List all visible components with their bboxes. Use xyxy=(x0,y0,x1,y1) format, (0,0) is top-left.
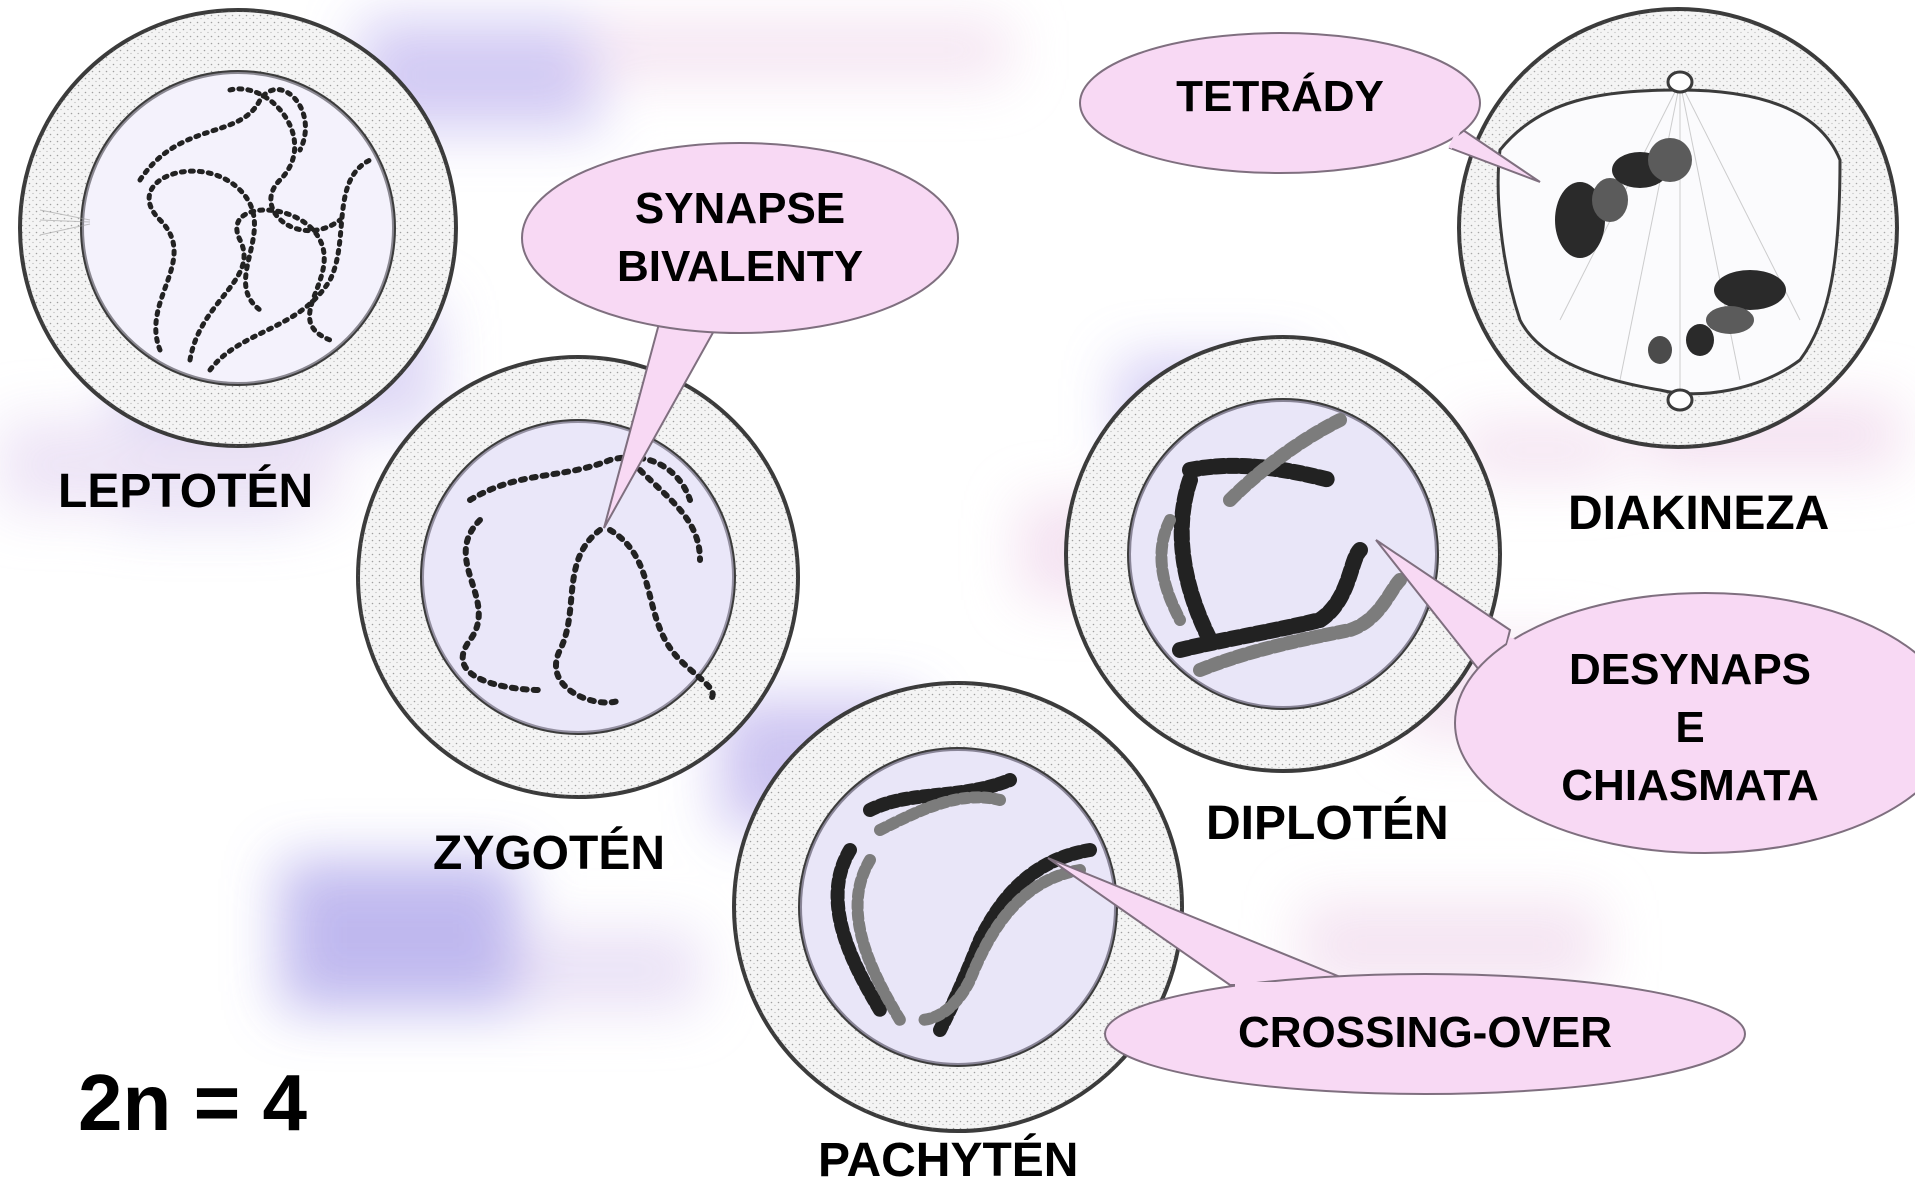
callout-synapse-line2: BIVALENTY xyxy=(560,238,920,296)
label-pachyten: PACHYTÉN xyxy=(818,1137,1078,1185)
label-leptoten: LEPTOTÉN xyxy=(58,468,313,516)
callout-crossing-over-text: CROSSING-OVER xyxy=(1175,1004,1675,1062)
callout-desynapse-line1: DESYNAPS xyxy=(1520,641,1860,699)
callout-desynapse-line3: CHIASMATA xyxy=(1520,757,1860,815)
label-zygoten: ZYGOTÉN xyxy=(433,830,665,878)
ploidy-label: 2n = 4 xyxy=(78,1063,307,1143)
callout-desynapse-text: DESYNAPS E CHIASMATA xyxy=(1520,641,1860,815)
callout-tetrady-text: TETRÁDY xyxy=(1100,68,1460,126)
callout-synapse-line1: SYNAPSE xyxy=(560,180,920,238)
callout-desynapse-line2: E xyxy=(1520,699,1860,757)
callout-synapse-text: SYNAPSE BIVALENTY xyxy=(560,180,920,296)
label-diploten: DIPLOTÉN xyxy=(1206,800,1449,848)
label-diakineza: DIAKINEZA xyxy=(1568,490,1829,538)
